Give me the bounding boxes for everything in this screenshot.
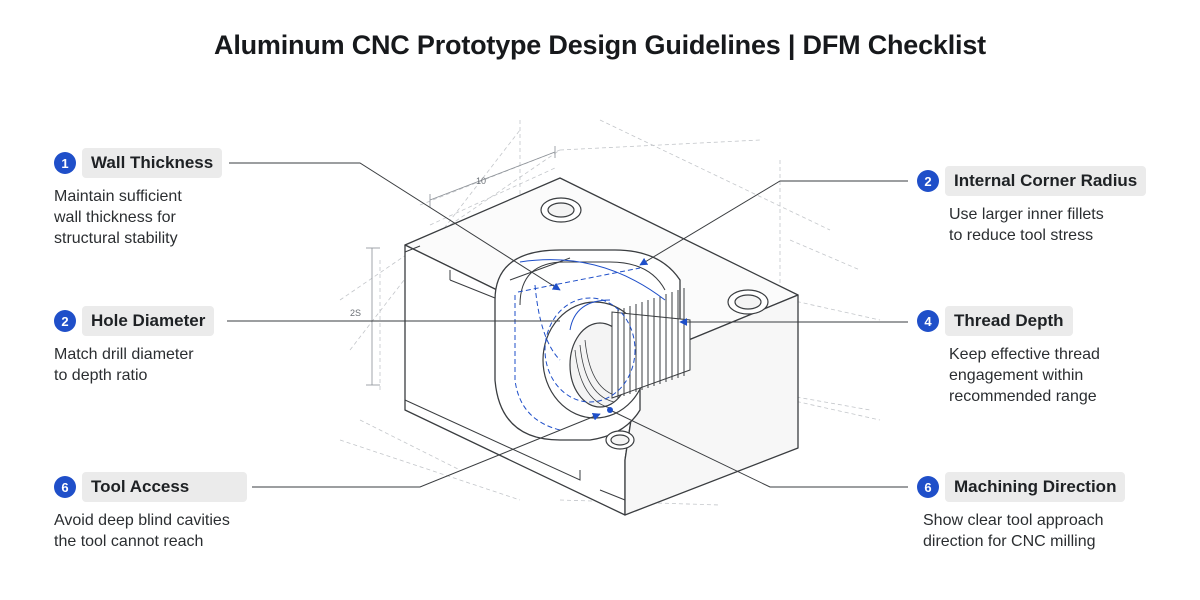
callout-number-badge: 6 xyxy=(54,476,76,498)
callout-description-line: to depth ratio xyxy=(54,367,148,384)
callout-label: Machining Direction xyxy=(945,472,1126,502)
dimension-top xyxy=(429,146,556,207)
highlight-traces xyxy=(514,267,641,431)
callout-description: Show clear tool approach direction for C… xyxy=(923,510,1125,552)
dimension-top-label: 10 xyxy=(476,176,486,186)
block-edges xyxy=(404,245,626,501)
callout-number-badge: 6 xyxy=(917,476,939,498)
leader-wall-thickness xyxy=(229,162,561,291)
callout-tool-access: 6 Tool Access Avoid deep blind cavities … xyxy=(54,472,248,552)
callout-description-line: recommended range xyxy=(949,388,1097,405)
highlight-solid xyxy=(519,259,666,331)
leader-lines xyxy=(227,162,908,488)
callout-description-line: Avoid deep blind cavities xyxy=(54,512,230,529)
mounting-holes xyxy=(540,197,769,450)
callout-description-line: to reduce tool stress xyxy=(949,227,1094,244)
page-title: Aluminum CNC Prototype Design Guidelines… xyxy=(214,30,986,60)
callout-description-line: Keep effective thread xyxy=(949,346,1100,363)
callout-description-line: Match drill diameter xyxy=(54,346,194,363)
callout-label: Wall Thickness xyxy=(82,148,223,178)
callout-number-badge: 2 xyxy=(54,310,76,332)
dimension-side-label: 2S xyxy=(350,308,361,318)
callout-number-badge: 4 xyxy=(917,310,939,332)
callout-number-badge: 2 xyxy=(917,170,939,192)
callout-label: Thread Depth xyxy=(945,306,1073,336)
callout-label: Hole Diameter xyxy=(82,306,215,336)
callout-description-line: structural stability xyxy=(54,230,178,247)
callout-description: Use larger inner fillets to reduce tool … xyxy=(949,204,1146,246)
callout-description-line: wall thickness for xyxy=(54,209,176,226)
callout-number-badge: 1 xyxy=(54,152,76,174)
callout-label: Tool Access xyxy=(82,472,248,502)
callout-description: Maintain sufficient wall thickness for s… xyxy=(54,186,222,249)
callout-description-line: the tool cannot reach xyxy=(54,533,204,550)
leader-endpoint-dot xyxy=(607,407,613,413)
threads xyxy=(611,288,691,399)
callout-label: Internal Corner Radius xyxy=(945,166,1147,196)
callout-description-line: direction for CNC milling xyxy=(923,533,1096,550)
callout-thread-depth: 4 Thread Depth Keep effective thread eng… xyxy=(917,306,1100,407)
leader-tool-access xyxy=(252,412,601,488)
callout-description-line: Use larger inner fillets xyxy=(949,206,1104,223)
leader-internal-corner xyxy=(639,180,908,266)
callout-wall-thickness: 1 Wall Thickness Maintain sufficient wal… xyxy=(54,148,223,249)
callout-internal-corner-radius: 2 Internal Corner Radius Use larger inne… xyxy=(917,166,1147,246)
callout-description: Match drill diameter to depth ratio xyxy=(54,344,214,386)
leader-machining-direction xyxy=(609,409,908,488)
callout-hole-diameter: 2 Hole Diameter Match drill diameter to … xyxy=(54,306,215,386)
callout-description: Keep effective thread engagement within … xyxy=(949,344,1100,407)
callout-description: Avoid deep blind cavities the tool canno… xyxy=(54,510,247,552)
callout-description-line: Maintain sufficient xyxy=(54,188,182,205)
dimension-side xyxy=(366,247,380,386)
callout-description-line: engagement within xyxy=(949,367,1084,384)
callout-description-line: Show clear tool approach xyxy=(923,512,1104,529)
callout-machining-direction: 6 Machining Direction Show clear tool ap… xyxy=(917,472,1126,552)
